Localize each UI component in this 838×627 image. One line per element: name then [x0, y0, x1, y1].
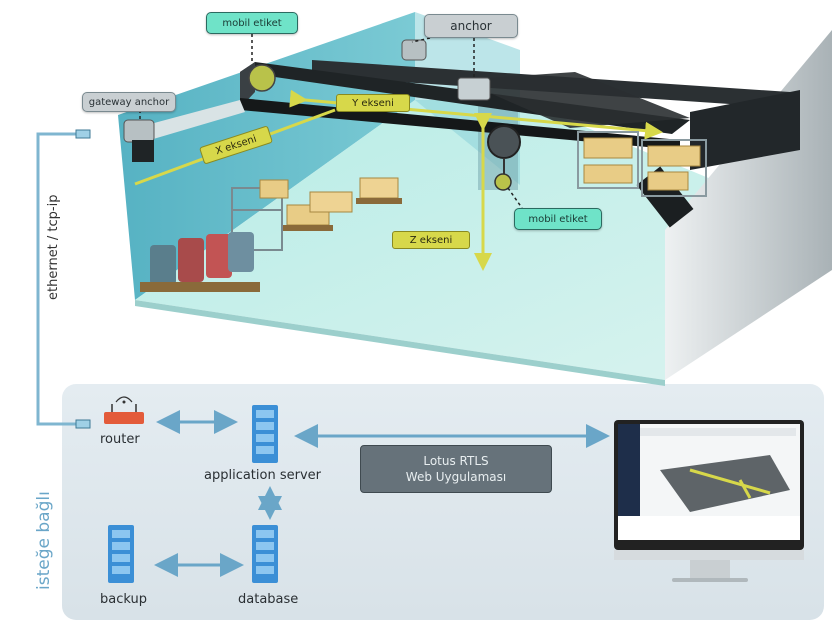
mobil-tag-top: [248, 64, 276, 92]
router-icon: [104, 396, 144, 424]
y-axis-label: Y ekseni: [336, 94, 410, 112]
z-axis-label: Z ekseni: [392, 231, 470, 249]
barrel-icon: [140, 232, 260, 292]
anchor-label: anchor: [424, 14, 518, 38]
anchor-device: [401, 39, 427, 61]
ethernet-label: ethernet / tcp-ip: [46, 194, 61, 300]
backup-server-icon: [108, 525, 134, 583]
mobil-etiket-right-label: mobil etiket: [514, 208, 602, 230]
gateway-anchor-device: [123, 119, 155, 143]
database-label: database: [238, 592, 299, 607]
pallet-icon: [283, 177, 402, 231]
web-app-line2: Web Uygulaması: [405, 470, 507, 484]
server-icon: [252, 405, 278, 463]
gateway-anchor-label: gateway anchor: [82, 92, 176, 112]
web-app-box: Lotus RTLS Web Uygulaması: [360, 445, 552, 493]
ethernet-cable: [36, 132, 78, 426]
mobil-etiket-top-label: mobil etiket: [206, 12, 298, 34]
web-app-line1: Lotus RTLS: [423, 454, 489, 468]
left-shelf: [231, 179, 289, 251]
gateway-anchor-base: [132, 140, 154, 162]
monitor-icon: [614, 420, 804, 582]
backup-label: backup: [100, 592, 147, 607]
router-label: router: [100, 432, 140, 447]
optional-label: isteğe bağlı: [34, 491, 54, 590]
gateway-rail: [128, 100, 245, 145]
floor-edge: [135, 300, 665, 386]
mobil-tag-hook: [494, 173, 512, 191]
rj45-icon: [75, 129, 91, 429]
crane-right-support: [690, 90, 800, 170]
trolley-anchor-device: [457, 77, 491, 101]
database-icon: [252, 525, 278, 583]
right-shelf: [577, 131, 707, 197]
crane-hook-drum: [487, 125, 521, 159]
app-server-label: application server: [204, 468, 321, 483]
callout-mobil-right: [507, 187, 523, 209]
